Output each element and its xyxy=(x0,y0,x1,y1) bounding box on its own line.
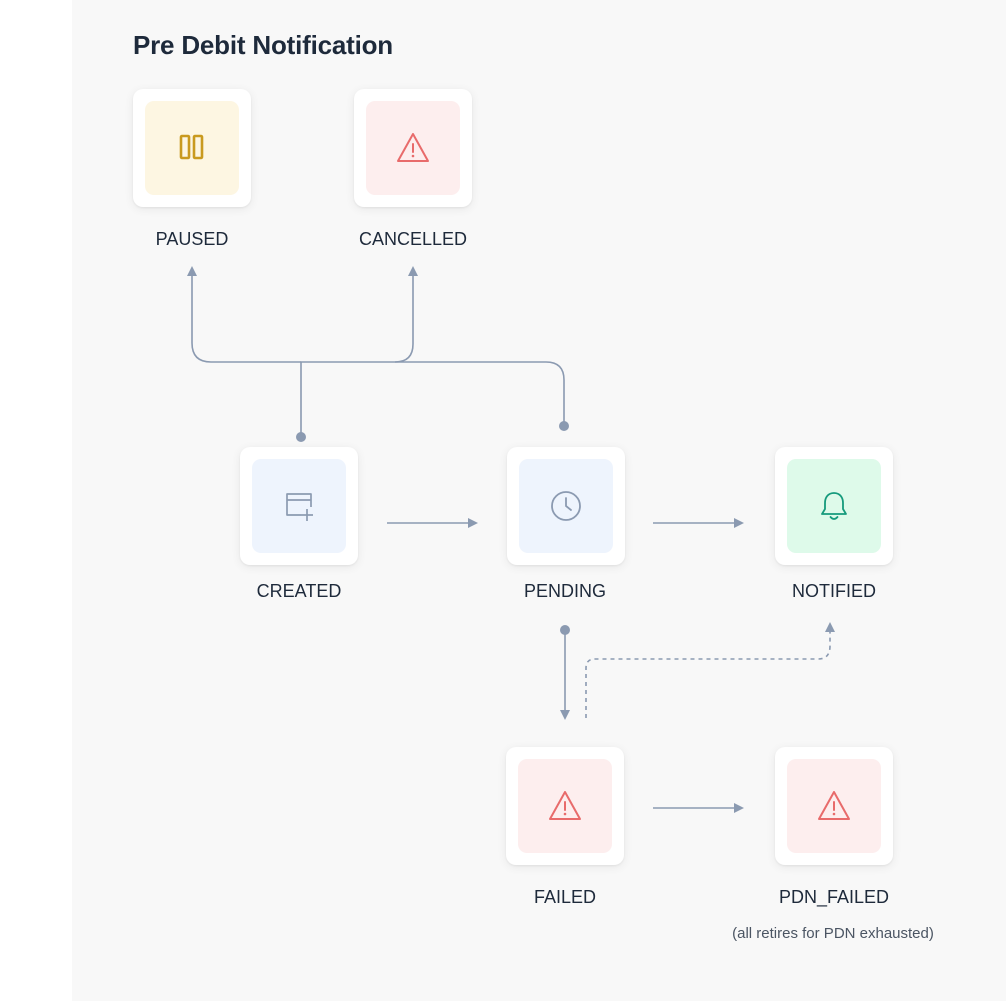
state-label-cancelled: CANCELLED xyxy=(358,229,468,249)
pending-icon-tile xyxy=(519,459,613,553)
state-label-created: CREATED xyxy=(256,581,342,601)
clock-icon xyxy=(551,491,581,521)
edge-created-trunk xyxy=(300,266,418,437)
cancelled-icon-tile xyxy=(366,101,460,195)
window-plus-icon xyxy=(286,493,313,521)
state-label-notified: NOTIFIED xyxy=(792,581,876,601)
state-label-pending: PENDING xyxy=(523,581,606,601)
state-node-cancelled[interactable] xyxy=(354,89,472,207)
edge-to-paused xyxy=(187,266,301,363)
notified-icon-tile xyxy=(787,459,881,553)
state-node-paused[interactable] xyxy=(133,89,251,207)
state-node-notified[interactable] xyxy=(775,447,893,565)
state-node-created[interactable] xyxy=(240,447,358,565)
bell-icon xyxy=(821,492,847,520)
pause-icon xyxy=(179,134,204,160)
state-node-pdn-failed[interactable] xyxy=(775,747,893,865)
state-node-pending[interactable] xyxy=(507,447,625,565)
created-icon-tile xyxy=(252,459,346,553)
paused-icon-tile xyxy=(145,101,239,195)
pdn-failed-icon-tile xyxy=(787,759,881,853)
edge-pending-branch xyxy=(395,361,565,426)
warning-icon xyxy=(818,791,850,820)
pdn-failed-note: (all retires for PDN exhausted) xyxy=(732,925,934,942)
connector-dot xyxy=(296,432,306,442)
failed-icon-tile xyxy=(518,759,612,853)
page-title: Pre Debit Notification xyxy=(133,30,393,60)
edge-failed-to-notified-dashed xyxy=(585,622,835,718)
state-label-paused: PAUSED xyxy=(155,229,229,249)
warning-icon xyxy=(549,791,581,820)
warning-icon xyxy=(397,133,429,162)
state-label-pdn-failed: PDN_FAILED xyxy=(778,887,890,907)
connector-dot xyxy=(560,625,570,635)
state-node-failed[interactable] xyxy=(506,747,624,865)
state-label-failed: FAILED xyxy=(533,887,597,907)
connector-dot xyxy=(559,421,569,431)
